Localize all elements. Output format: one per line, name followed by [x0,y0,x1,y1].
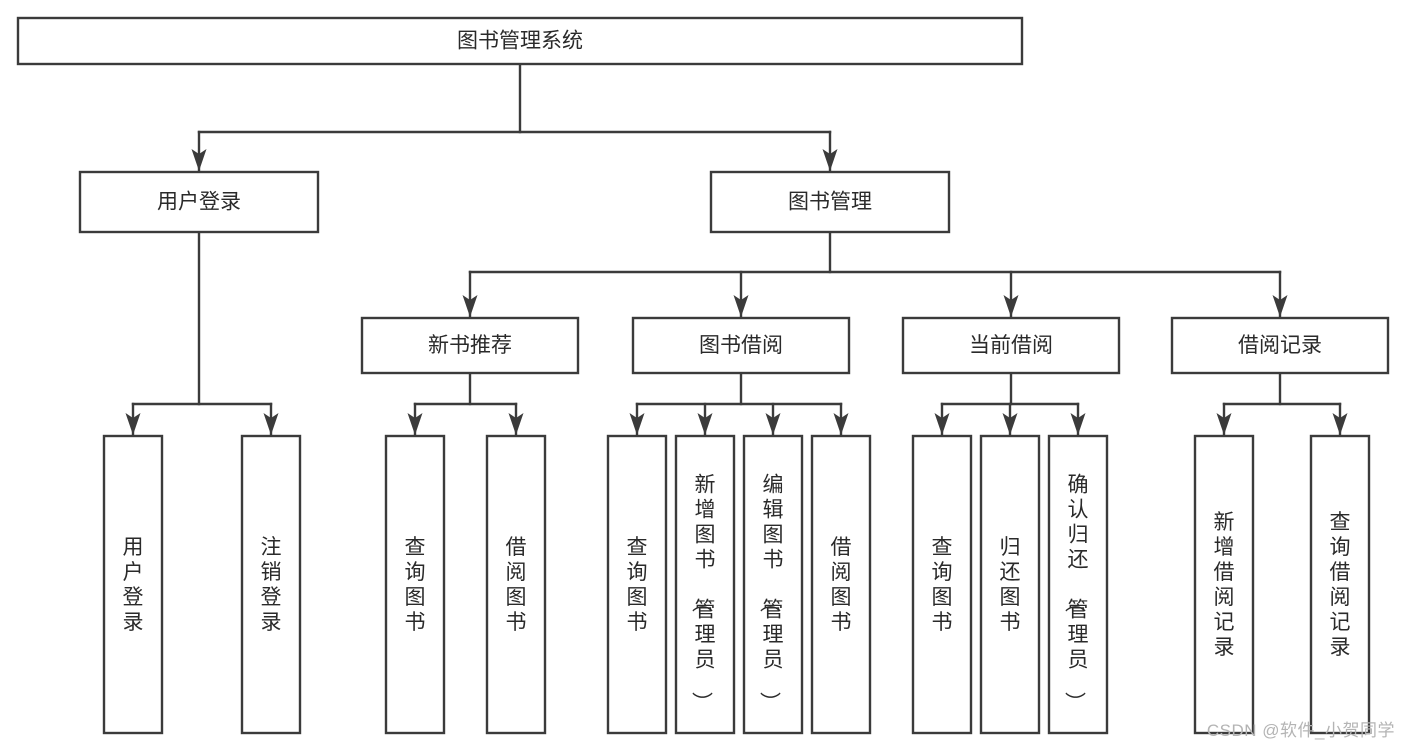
arrow-head-icon [833,413,849,435]
node-label: 借阅图书 [506,536,527,634]
arrow-head-icon [407,413,423,435]
arrow-head-icon [765,413,781,435]
node-box[interactable] [1047,434,1109,735]
arrow-head-icon [822,149,838,171]
node-leaf-归还图书[interactable]: 归还图书 [979,434,1041,735]
connector-group [934,371,1086,436]
node-box[interactable] [102,434,164,735]
arrow-head-icon [1332,413,1348,435]
connector-group [407,371,524,436]
node-label: 注销登录 [261,536,282,634]
connector-group [191,62,838,172]
node-box[interactable] [240,434,302,735]
node-box[interactable] [1170,316,1390,375]
node-box[interactable] [78,170,320,234]
node-label: 用户登录 [123,536,144,634]
node-label: 查询图书 [405,536,426,634]
node-leaf-确认归还管理员[interactable]: 确认归还（管理员） [1047,434,1109,735]
node-box[interactable] [911,434,973,735]
node-box[interactable] [606,434,668,735]
node-box[interactable] [979,434,1041,735]
node-box[interactable] [709,170,951,234]
node-leaf-新增借阅记录[interactable]: 新增借阅记录 [1193,434,1255,735]
node-label: 当前借阅 [969,334,1053,357]
node-leaf-借阅图书[interactable]: 借阅图书 [485,434,547,735]
arrow-head-icon [508,413,524,435]
node-level2-新书推荐[interactable]: 新书推荐 [360,316,580,375]
diagram-nodes-layer: 图书管理系统用户登录图书管理新书推荐图书借阅当前借阅借阅记录用户登录注销登录查询… [16,16,1390,735]
arrow-head-icon [125,413,141,435]
node-label: 查询图书 [627,536,648,634]
node-label: 图书管理系统 [457,30,583,53]
arrow-head-icon [1070,413,1086,435]
node-label: 借阅记录 [1238,334,1322,357]
node-label: 编辑图书（管理员） [758,474,784,713]
node-label: 图书借阅 [699,334,783,357]
node-box[interactable] [1193,434,1255,735]
node-level2-借阅记录[interactable]: 借阅记录 [1170,316,1390,375]
node-label: 确认归还（管理员） [1063,474,1089,713]
node-label: 查询借阅记录 [1330,511,1351,659]
connector-group [125,230,279,436]
node-label: 新增借阅记录 [1214,511,1235,659]
arrow-head-icon [263,413,279,435]
node-leaf-查询图书[interactable]: 查询图书 [911,434,973,735]
node-box[interactable] [631,316,851,375]
node-leaf-查询借阅记录[interactable]: 查询借阅记录 [1309,434,1371,735]
arrow-head-icon [191,149,207,171]
arrow-head-icon [1272,295,1288,317]
node-root-图书管理系统[interactable]: 图书管理系统 [16,16,1024,66]
node-leaf-查询图书[interactable]: 查询图书 [606,434,668,735]
connector-group [462,230,1288,318]
node-label: 新增图书（管理员） [690,474,716,713]
node-box[interactable] [485,434,547,735]
node-level2-图书借阅[interactable]: 图书借阅 [631,316,851,375]
node-box[interactable] [742,434,804,735]
arrow-head-icon [934,413,950,435]
node-label: 归还图书 [1000,536,1021,634]
node-label: 图书管理 [788,191,872,214]
node-box[interactable] [16,16,1024,66]
node-box[interactable] [810,434,872,735]
node-label: 借阅图书 [831,536,852,634]
arrow-head-icon [1002,413,1018,435]
connector-group [629,371,849,436]
node-label: 用户登录 [157,191,241,214]
connector-group [1216,371,1348,436]
node-leaf-注销登录[interactable]: 注销登录 [240,434,302,735]
arrow-head-icon [733,295,749,317]
connector-edges-layer [125,62,1348,436]
node-leaf-查询图书[interactable]: 查询图书 [384,434,446,735]
node-leaf-编辑图书管理员[interactable]: 编辑图书（管理员） [742,434,804,735]
node-leaf-新增图书管理员[interactable]: 新增图书（管理员） [674,434,736,735]
node-level1-图书管理[interactable]: 图书管理 [709,170,951,234]
node-label: 新书推荐 [428,334,512,357]
node-label: 查询图书 [932,536,953,634]
node-box[interactable] [360,316,580,375]
arrow-head-icon [629,413,645,435]
arrow-head-icon [1216,413,1232,435]
node-box[interactable] [674,434,736,735]
arrow-head-icon [462,295,478,317]
arrow-head-icon [1003,295,1019,317]
node-level2-当前借阅[interactable]: 当前借阅 [901,316,1121,375]
node-box[interactable] [384,434,446,735]
node-box[interactable] [1309,434,1371,735]
node-box[interactable] [901,316,1121,375]
node-leaf-用户登录[interactable]: 用户登录 [102,434,164,735]
node-leaf-借阅图书[interactable]: 借阅图书 [810,434,872,735]
arrow-head-icon [697,413,713,435]
node-level1-用户登录[interactable]: 用户登录 [78,170,320,234]
